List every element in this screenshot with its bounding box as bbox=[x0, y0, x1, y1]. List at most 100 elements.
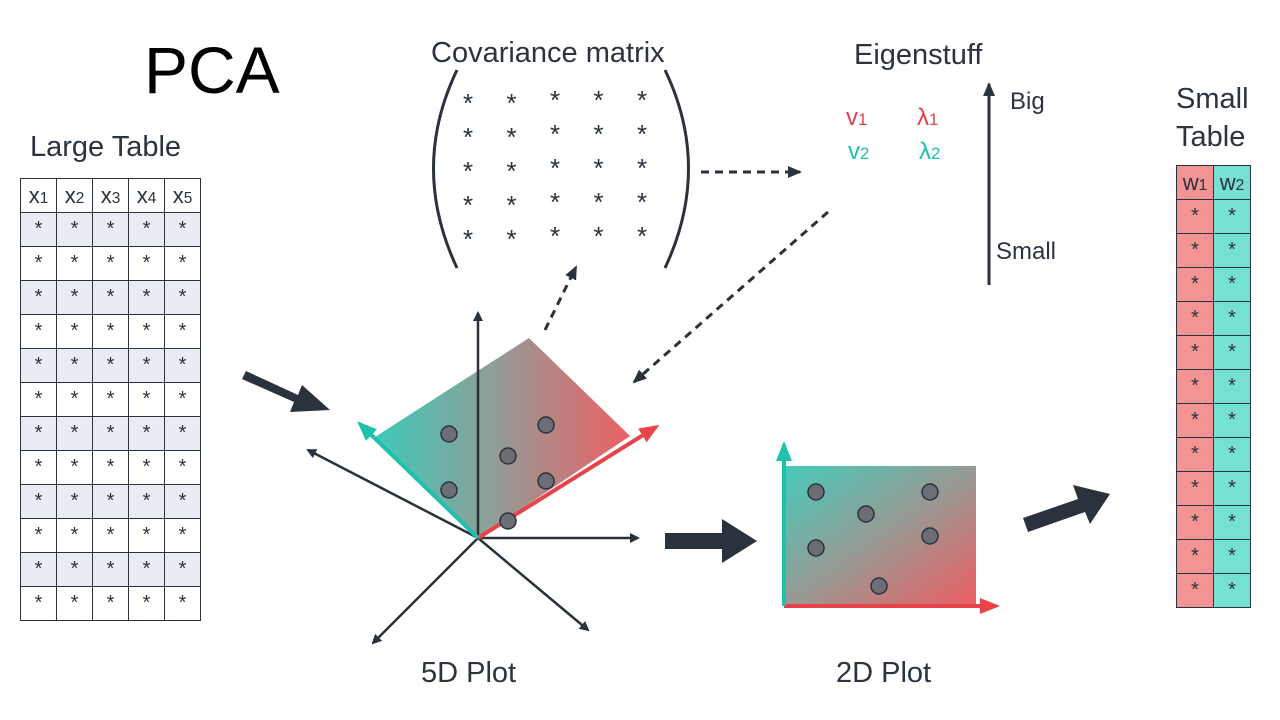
table-cell: * bbox=[20, 416, 57, 451]
covariance-cell: * bbox=[462, 88, 474, 118]
table-cell: * bbox=[20, 586, 57, 621]
table-cell: * bbox=[1176, 369, 1214, 404]
eigenvalue-2: λ2 bbox=[919, 138, 941, 165]
table-cell: * bbox=[56, 212, 93, 247]
table-cell: * bbox=[56, 246, 93, 281]
arrow-2d-to-small-table bbox=[1023, 485, 1110, 532]
data-point bbox=[537, 472, 555, 490]
table-cell: * bbox=[92, 212, 129, 247]
table-cell: * bbox=[164, 450, 201, 485]
table-row: ***** bbox=[20, 552, 201, 587]
table-row: ***** bbox=[20, 246, 201, 281]
table-cell: * bbox=[1213, 573, 1251, 608]
table-cell: * bbox=[20, 348, 57, 383]
table-cell: * bbox=[56, 586, 93, 621]
data-point bbox=[807, 539, 825, 557]
data-point bbox=[857, 505, 875, 523]
table-row: ** bbox=[1176, 437, 1251, 472]
table-cell: * bbox=[56, 314, 93, 349]
table-cell: * bbox=[1213, 505, 1251, 540]
table-cell: * bbox=[128, 586, 165, 621]
table-cell: * bbox=[164, 416, 201, 451]
table-cell: * bbox=[1176, 437, 1214, 472]
table-cell: * bbox=[164, 552, 201, 587]
table-row: ** bbox=[1176, 233, 1251, 268]
table-cell: * bbox=[1176, 199, 1214, 234]
table-cell: * bbox=[1213, 403, 1251, 438]
covariance-cell: * bbox=[549, 153, 561, 183]
column-header-x5: x5 bbox=[164, 178, 201, 213]
data-point bbox=[870, 577, 888, 595]
table-row: ***** bbox=[20, 518, 201, 553]
table-cell: * bbox=[1213, 369, 1251, 404]
data-point bbox=[921, 483, 939, 501]
column-header-x2: x2 bbox=[56, 178, 93, 213]
covariance-cell: * bbox=[636, 153, 648, 183]
covariance-cell: * bbox=[593, 221, 604, 251]
table-cell: * bbox=[164, 246, 201, 281]
table-cell: * bbox=[56, 450, 93, 485]
right-paren bbox=[663, 69, 690, 269]
arrow-5d-to-2d bbox=[665, 519, 757, 563]
table-row: ***** bbox=[20, 586, 201, 621]
table-row: ***** bbox=[20, 280, 201, 315]
table-cell: * bbox=[92, 518, 129, 553]
covariance-cell: * bbox=[636, 85, 648, 115]
table-cell: * bbox=[164, 280, 201, 315]
covariance-cell: * bbox=[636, 187, 648, 217]
table-cell: * bbox=[164, 484, 201, 519]
table-row: ** bbox=[1176, 505, 1251, 540]
arrow-table-to-5d bbox=[242, 371, 330, 412]
covariance-cell: * bbox=[506, 190, 517, 220]
table-cell: * bbox=[92, 450, 129, 485]
covariance-cell: * bbox=[593, 187, 604, 217]
covariance-cell: * bbox=[593, 153, 604, 183]
plot-2d-label: 2D Plot bbox=[836, 657, 932, 689]
table-cell: * bbox=[20, 450, 57, 485]
table-cell: * bbox=[20, 280, 57, 315]
left-paren bbox=[432, 69, 459, 269]
table-cell: * bbox=[164, 212, 201, 247]
axis-downleft bbox=[371, 537, 479, 645]
table-cell: * bbox=[56, 518, 93, 553]
table-cell: * bbox=[56, 552, 93, 587]
covariance-cell: * bbox=[636, 221, 648, 251]
eigenvector-1: v1 bbox=[846, 104, 868, 131]
covariance-cell: * bbox=[462, 190, 474, 220]
table-row: ** bbox=[1176, 403, 1251, 438]
table-cell: * bbox=[20, 212, 57, 247]
table-cell: * bbox=[1176, 471, 1214, 506]
table-cell: * bbox=[1176, 335, 1214, 370]
table-row: ***** bbox=[20, 314, 201, 349]
table-cell: * bbox=[1213, 539, 1251, 574]
table-row: ***** bbox=[20, 382, 201, 417]
table-cell: * bbox=[164, 348, 201, 383]
table-cell: * bbox=[56, 484, 93, 519]
covariance-cell: * bbox=[506, 224, 517, 254]
table-cell: * bbox=[128, 518, 165, 553]
covariance-cell: * bbox=[593, 119, 604, 149]
data-point bbox=[807, 483, 825, 501]
table-cell: * bbox=[20, 246, 57, 281]
points-2d bbox=[807, 483, 939, 595]
diagram-title: PCA bbox=[144, 33, 280, 107]
table-row: ** bbox=[1176, 573, 1251, 608]
scale-big-label: Big bbox=[1010, 88, 1045, 115]
small-table-label-line2: Table bbox=[1176, 121, 1246, 153]
table-cell: * bbox=[128, 212, 165, 247]
points-5d bbox=[440, 416, 555, 530]
table-row: ** bbox=[1176, 471, 1251, 506]
table-row: ***** bbox=[20, 212, 201, 247]
table-cell: * bbox=[1213, 267, 1251, 302]
table-cell: * bbox=[92, 280, 129, 315]
table-cell: * bbox=[56, 348, 93, 383]
table-row: ** bbox=[1176, 369, 1251, 404]
scale-small-label: Small bbox=[996, 238, 1057, 265]
covariance-cell: * bbox=[549, 119, 561, 149]
table-cell: * bbox=[1176, 267, 1214, 302]
table-cell: * bbox=[20, 518, 57, 553]
axis-downright bbox=[477, 537, 590, 632]
